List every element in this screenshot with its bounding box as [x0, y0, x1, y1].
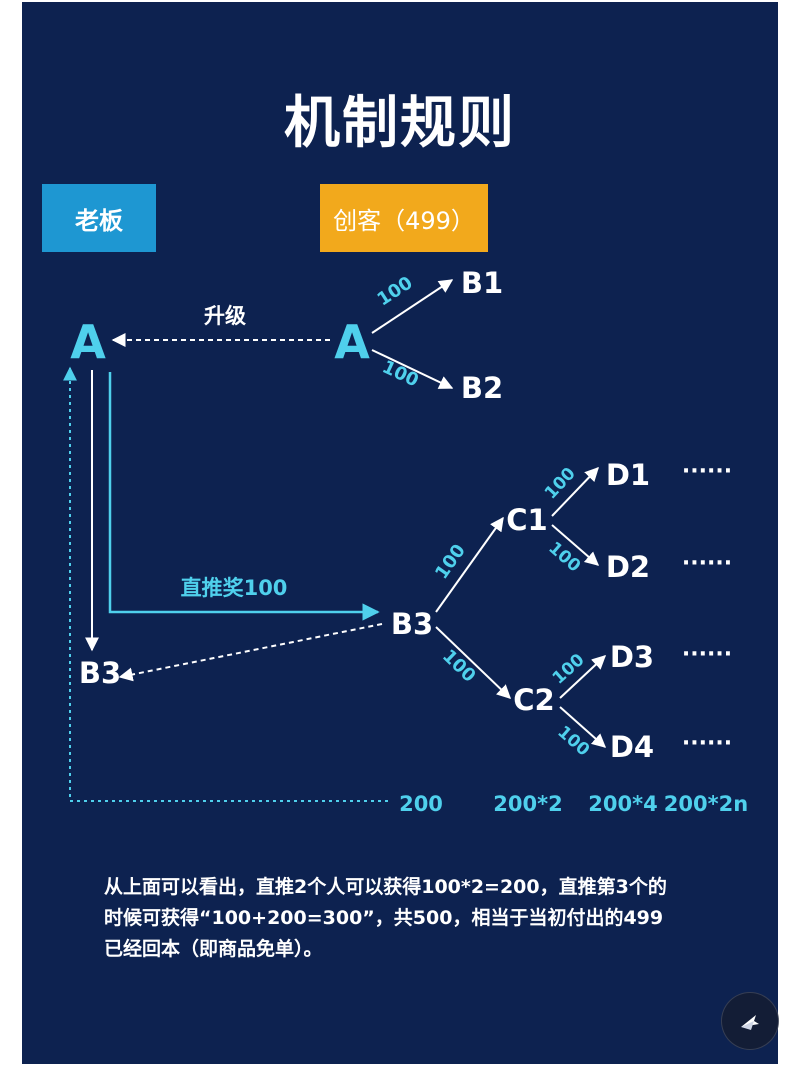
node-a-right: A: [334, 315, 370, 369]
edge-label-b3-c1: 100: [431, 540, 470, 583]
share-button[interactable]: [721, 992, 779, 1050]
node-d2: D2: [606, 550, 650, 584]
node-b3-center: B3: [391, 607, 433, 641]
node-c2: C2: [513, 683, 554, 717]
edge-label-c1-d1: 100: [541, 464, 580, 504]
node-b1: B1: [461, 266, 503, 300]
edge-label-b3-c2: 100: [438, 645, 480, 686]
node-d1: D1: [606, 458, 650, 492]
b3-return-arrow: [118, 623, 383, 682]
page-title: 机制规则: [284, 91, 516, 156]
edge-b3-c1: [435, 516, 504, 613]
upgrade-label: 升级: [204, 304, 246, 328]
node-d3: D3: [610, 640, 654, 674]
edge-b3-c2: [435, 626, 512, 699]
node-b2: B2: [461, 371, 503, 405]
description-line-1: 从上面可以看出，直推2个人可以获得100*2=200，直推第3个的: [104, 876, 667, 898]
edge-a-b2: [371, 349, 454, 389]
edge-label-c2-d4: 100: [553, 722, 593, 760]
ellipsis-d4: ······: [682, 731, 732, 756]
amount-level-n: 200*2n: [664, 792, 748, 816]
direct-bonus-label: 直推奖100: [181, 576, 288, 600]
edge-label-c1-d2: 100: [544, 538, 584, 576]
node-d4: D4: [610, 730, 654, 764]
node-a-left: A: [70, 315, 106, 369]
direct-bonus-arrow: [108, 372, 380, 621]
edge-label-a-b1: 100: [374, 272, 417, 310]
diagram-panel: [22, 2, 778, 1064]
ellipsis-d2: ······: [682, 551, 732, 576]
boss-tag: 老板: [42, 184, 156, 252]
share-icon: [741, 1015, 759, 1030]
node-b3-left: B3: [79, 656, 121, 690]
edge-c1-d1: [551, 466, 599, 517]
description-line-3: 已经回本（即商品免单）。: [104, 938, 323, 960]
edge-c2-d4: [559, 706, 607, 748]
maker-tag: 创客（499）: [320, 184, 488, 252]
amount-level-1: 200: [399, 792, 443, 816]
ellipsis-d3: ······: [682, 642, 732, 667]
description-line-2: 时候可获得“100+200=300”，共500，相当于当初付出的499: [104, 907, 664, 929]
edge-label-a-b2: 100: [379, 357, 422, 392]
edge-label-c2-d3: 100: [549, 650, 589, 689]
amount-level-2: 200*2: [493, 792, 562, 816]
amount-level-3: 200*4: [588, 792, 657, 816]
description-text: 从上面可以看出，直推2个人可以获得100*2=200，直推第3个的 时候可获得“…: [104, 872, 724, 965]
edge-a-b1: [371, 279, 454, 334]
edge-c2-d3: [559, 655, 607, 699]
ellipsis-d1: ······: [682, 459, 732, 484]
reward-loop-arrow: [63, 366, 388, 802]
node-c1: C1: [506, 503, 547, 537]
edge-c1-d2: [551, 524, 600, 566]
